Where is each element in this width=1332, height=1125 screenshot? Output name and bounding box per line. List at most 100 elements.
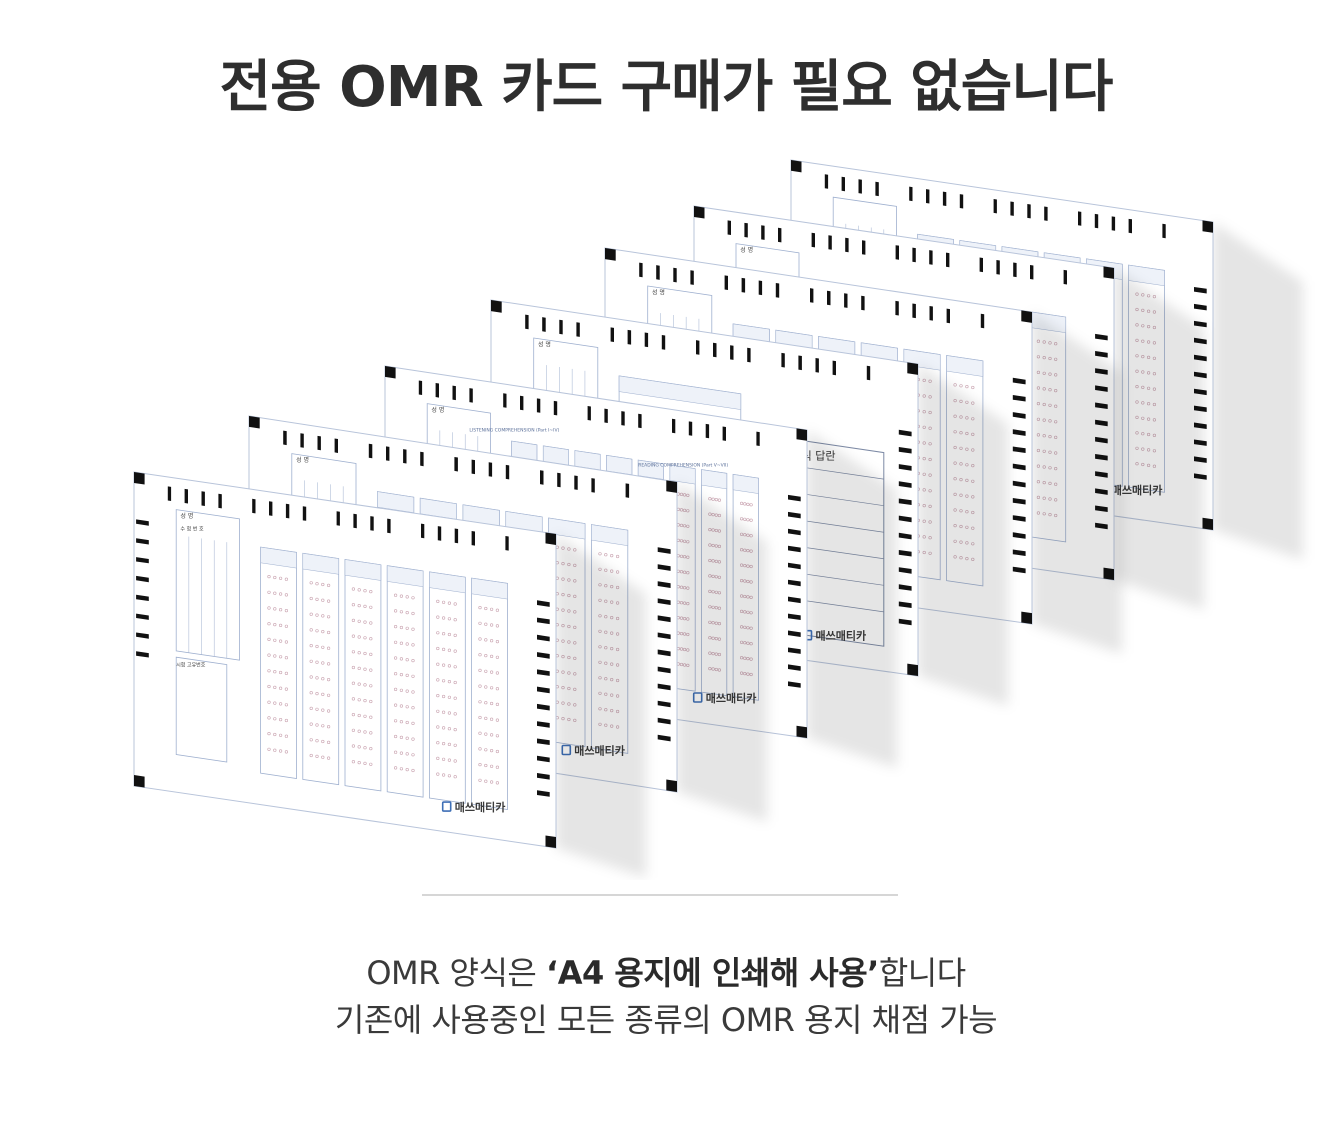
answer-bubble	[321, 739, 325, 744]
answer-bubble	[436, 741, 440, 745]
answer-bubble	[411, 658, 415, 663]
answer-bubble	[327, 756, 331, 760]
answer-bubble	[351, 728, 356, 732]
timing-mark	[537, 755, 550, 763]
timing-mark	[696, 340, 700, 355]
timing-mark	[587, 406, 591, 421]
answer-bubble	[495, 671, 500, 675]
answer-bubble	[411, 643, 415, 647]
answer-bubble	[327, 615, 331, 619]
answer-bubble	[478, 605, 482, 610]
timing-mark	[926, 189, 930, 204]
answer-column-header	[732, 474, 759, 494]
answer-bubble	[746, 518, 750, 522]
timing-mark	[798, 355, 802, 371]
timing-mark	[788, 647, 801, 654]
answer-bubble	[273, 575, 277, 580]
answer-bubble	[453, 696, 457, 700]
answer-bubble	[598, 552, 602, 556]
answer-bubble	[369, 668, 373, 672]
answer-bubble	[321, 755, 325, 759]
answer-bubble	[279, 623, 283, 628]
answer-bubble	[604, 553, 608, 557]
timing-mark	[741, 277, 746, 293]
answer-column-header	[1128, 264, 1165, 287]
answer-bubble	[478, 700, 482, 704]
timing-mark	[898, 498, 912, 505]
answer-bubble	[284, 640, 289, 644]
timing-mark	[136, 575, 149, 583]
answer-bubble	[453, 727, 457, 732]
timing-mark	[912, 247, 916, 263]
answer-bubble	[478, 747, 482, 751]
timing-mark	[557, 472, 561, 488]
timing-mark	[627, 329, 632, 345]
answer-bubble	[490, 733, 494, 737]
timing-mark	[730, 345, 734, 360]
timing-mark	[788, 596, 801, 604]
timing-mark	[657, 598, 671, 605]
answer-bubble	[327, 740, 331, 745]
answer-bubble	[490, 764, 494, 768]
answer-bubble	[490, 670, 494, 674]
answer-bubble	[363, 667, 367, 671]
answer-bubble	[405, 736, 409, 740]
answer-bubble	[965, 385, 969, 389]
answer-bubble	[351, 681, 356, 685]
answer-bubble	[357, 745, 361, 749]
answer-bubble	[453, 602, 457, 606]
answer-bubble	[739, 501, 744, 506]
timing-mark	[657, 700, 671, 708]
answer-bubble	[436, 725, 440, 729]
answer-bubble	[357, 635, 361, 639]
answer-bubble	[447, 648, 452, 652]
card-shadow	[1213, 222, 1303, 560]
answer-bubble	[267, 684, 271, 689]
timing-mark	[775, 283, 780, 298]
timing-mark	[929, 306, 933, 321]
answer-bubble	[327, 709, 331, 713]
timing-mark	[435, 383, 439, 398]
timing-mark	[713, 342, 717, 358]
card-shadow	[556, 534, 646, 878]
corner-mark	[666, 779, 677, 792]
timing-mark	[1194, 303, 1207, 311]
corner-mark	[605, 248, 616, 261]
answer-bubble	[394, 656, 398, 660]
answer-bubble	[351, 618, 356, 623]
answer-bubble	[315, 676, 319, 680]
timing-mark	[657, 615, 671, 623]
answer-bubble	[327, 677, 331, 682]
answer-bubble	[405, 767, 409, 772]
timing-mark	[136, 632, 149, 639]
field-name-label: 성 명	[180, 512, 193, 520]
timing-mark	[638, 413, 642, 429]
timing-mark	[657, 547, 671, 554]
answer-bubble	[453, 743, 457, 747]
timing-mark	[368, 443, 373, 459]
timing-mark	[136, 651, 149, 658]
answer-bubble	[357, 666, 361, 671]
answer-bubble	[351, 760, 356, 764]
answer-bubble	[327, 725, 331, 729]
timing-mark	[285, 503, 290, 519]
timing-mark	[688, 421, 693, 436]
timing-mark	[898, 550, 912, 557]
name-box	[175, 509, 240, 661]
answer-bubble	[363, 698, 367, 703]
timing-mark	[471, 531, 475, 546]
answer-bubble	[411, 611, 415, 616]
answer-bubble	[357, 651, 361, 655]
answer-bubble	[436, 772, 440, 776]
corner-mark	[1103, 266, 1114, 279]
field-name-label: 성 명	[740, 246, 753, 254]
timing-mark	[761, 225, 765, 240]
brand-name: 매쓰매티카	[455, 800, 506, 814]
answer-bubble	[267, 606, 271, 610]
answer-bubble	[273, 638, 277, 642]
timing-mark	[300, 433, 304, 448]
answer-bubble	[399, 657, 404, 661]
answer-bubble	[746, 502, 750, 507]
section-listening: LISTENING COMPREHENSION (Part I~IV)	[469, 428, 559, 434]
